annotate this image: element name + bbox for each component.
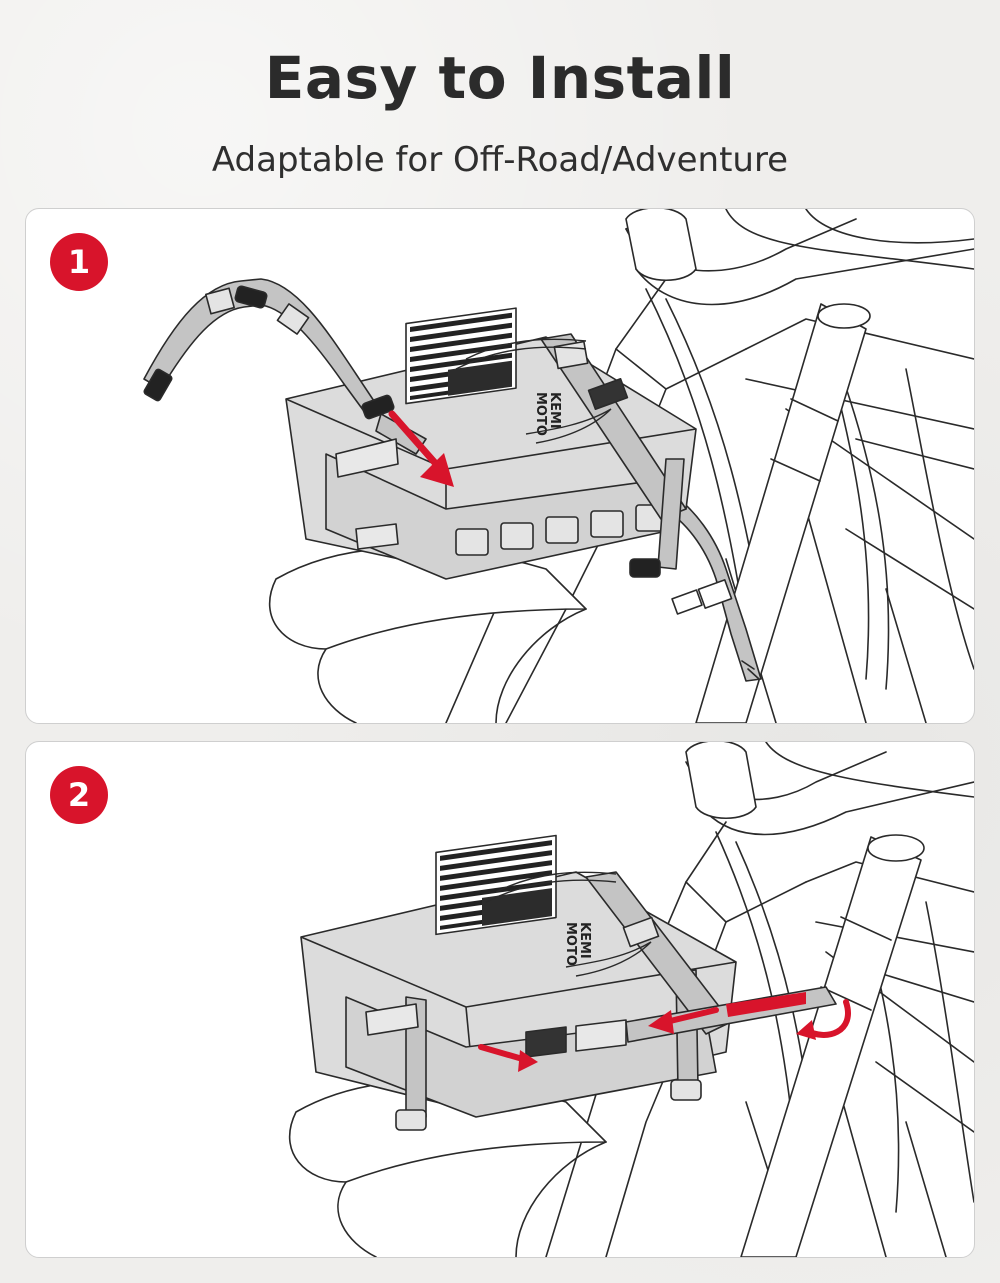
page-title: Easy to Install: [264, 44, 736, 112]
step-2-panel: KEMI MOTO 2: [25, 741, 975, 1258]
brand-logo-2-line1: KEMI: [577, 922, 592, 959]
brand-logo-line2: MOTO: [533, 392, 548, 436]
step-1-panel: KEMI MOTO 1: [25, 208, 975, 724]
brand-logo-2: KEMI MOTO: [563, 922, 592, 966]
step-1-illustration: KEMI MOTO: [143, 209, 974, 723]
brand-logo-line1: KEMI: [547, 392, 562, 429]
step-2-direction-arrows: [478, 999, 851, 1072]
page-subtitle: Adaptable for Off-Road/Adventure: [211, 140, 789, 180]
step-1-badge: 1: [50, 233, 108, 291]
step-1-direction-arrow: [388, 410, 454, 487]
brand-logo: KEMI MOTO: [533, 392, 562, 436]
brand-logo-2-line2: MOTO: [563, 922, 578, 966]
step-2-badge: 2: [50, 766, 108, 824]
step-2-illustration: KEMI MOTO: [288, 742, 974, 1257]
